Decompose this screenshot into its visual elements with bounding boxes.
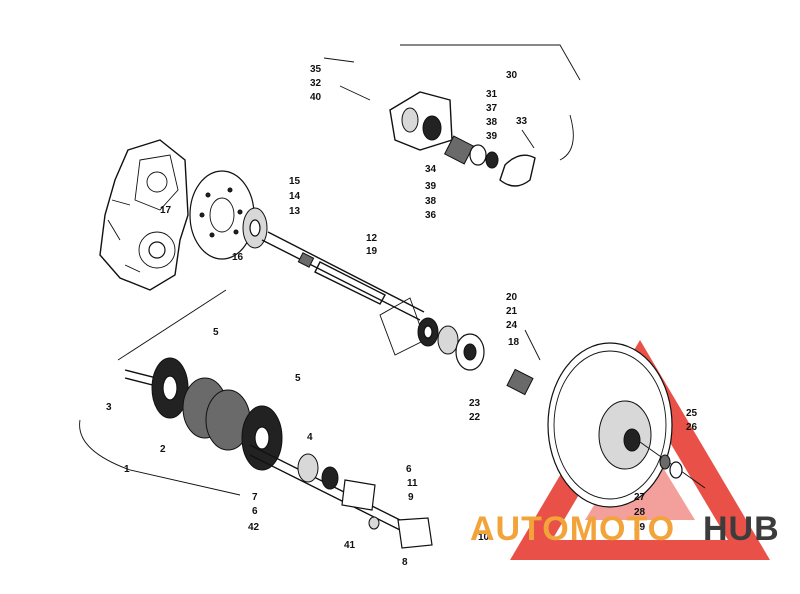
watermark-text-hub: HUB: [703, 510, 780, 548]
callout-38a: 38: [486, 117, 498, 128]
callout-20: 20: [506, 292, 518, 303]
callout-34: 34: [425, 164, 437, 175]
callout-labels: 1 2 3 4 5 5 6 6 7 8 9 10 11 12 13 14 15 …: [106, 64, 698, 568]
brake-shaft: [261, 231, 425, 321]
callout-37: 37: [486, 103, 498, 114]
callout-14: 14: [289, 191, 301, 202]
callout-39a: 39: [486, 131, 498, 142]
callout-5a: 5: [213, 327, 219, 338]
callout-18: 18: [508, 337, 520, 348]
callout-36: 36: [425, 210, 437, 221]
callout-38b: 38: [425, 196, 437, 207]
disc-hub: [242, 207, 268, 249]
callout-11: 11: [407, 478, 418, 489]
callout-42: 42: [248, 522, 260, 533]
watermark-logo: AUTOMOTO HUB: [470, 510, 780, 548]
callout-9: 9: [408, 492, 414, 503]
drive-axle-assembly: [124, 357, 433, 549]
callout-4: 4: [307, 432, 313, 443]
callout-8: 8: [402, 557, 408, 568]
gearcase-housing: [99, 139, 189, 291]
callout-39b: 39: [425, 181, 437, 192]
callout-23: 23: [469, 398, 481, 409]
callout-30: 30: [506, 70, 518, 81]
brake-disc-large: [547, 342, 706, 508]
callout-17: 17: [160, 205, 172, 216]
callout-41: 41: [344, 540, 356, 551]
callout-21: 21: [506, 306, 518, 317]
callout-6a: 6: [252, 506, 258, 517]
bearing-bracket: [379, 297, 534, 396]
callout-40: 40: [310, 92, 322, 103]
callout-3: 3: [106, 402, 112, 413]
callout-29: 29: [634, 522, 646, 533]
callout-19: 19: [366, 246, 378, 257]
callout-26: 26: [686, 422, 698, 433]
callout-31: 31: [486, 89, 498, 100]
leader-lines: [79, 44, 581, 496]
brake-disc-small: [189, 170, 255, 260]
callout-5b: 5: [295, 373, 301, 384]
callout-25: 25: [686, 408, 698, 419]
callout-7: 7: [252, 492, 258, 503]
callout-27: 27: [634, 492, 646, 503]
callout-33: 33: [516, 116, 528, 127]
callout-32: 32: [310, 78, 322, 89]
callout-16: 16: [232, 252, 244, 263]
callout-35: 35: [310, 64, 322, 75]
callout-10: 10: [478, 532, 490, 543]
callout-1: 1: [124, 464, 130, 475]
callout-28: 28: [634, 507, 646, 518]
callout-2: 2: [160, 444, 166, 455]
callout-13: 13: [289, 206, 301, 217]
callout-15: 15: [289, 176, 301, 187]
callout-6b: 6: [406, 464, 412, 475]
caliper-assembly: [323, 57, 536, 187]
watermark-text-automoto: AUTOMOTO: [470, 510, 675, 548]
callout-22: 22: [469, 412, 481, 423]
callout-24: 24: [506, 320, 518, 331]
callout-12: 12: [366, 233, 378, 244]
